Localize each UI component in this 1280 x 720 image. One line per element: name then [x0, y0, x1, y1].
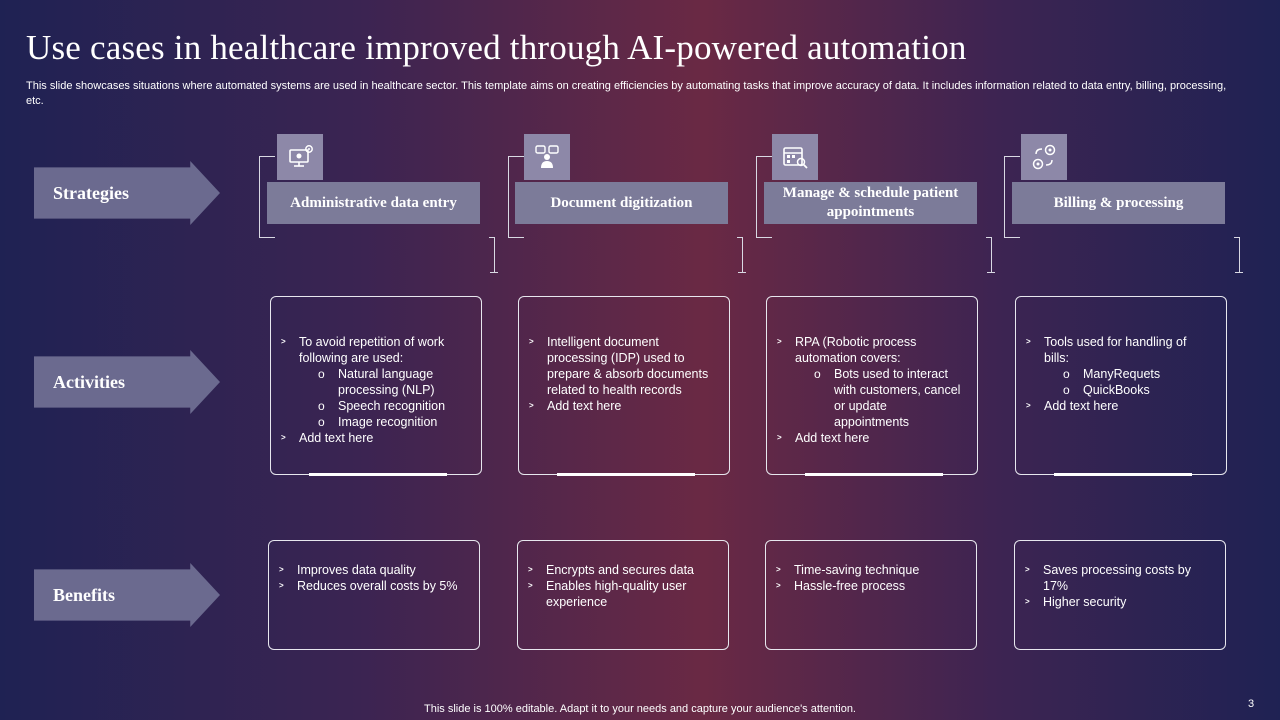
activity-card: To avoid repetition of work following ar… [270, 296, 482, 476]
activity-subitem: QuickBooks [1024, 382, 1214, 398]
activity-bullet: Add text here [527, 398, 717, 414]
benefit-bullet: Reduces overall costs by 5% [277, 578, 467, 594]
monitor-settings-icon [277, 134, 323, 180]
activity-bullet: Add text here [1024, 398, 1214, 414]
connector-tick [490, 272, 498, 273]
connector-line [737, 237, 743, 273]
footer-note: This slide is 100% editable. Adapt it to… [424, 703, 856, 715]
connector-line [489, 237, 495, 273]
activity-bullet: Add text here [279, 430, 469, 446]
card-underline [1054, 473, 1192, 476]
connector-line [756, 156, 772, 238]
activities-label: Activities [53, 372, 125, 392]
connector-tick [1235, 272, 1243, 273]
activity-bullet: Tools used for handling of bills: [1024, 334, 1214, 366]
benefit-bullet: Saves processing costs by 17% [1023, 562, 1213, 594]
strategy-box: Manage & schedule patient appointments [764, 182, 977, 224]
benefit-bullet: Hassle-free process [774, 578, 964, 594]
strategies-label: Strategies [53, 183, 129, 203]
slide-title: Use cases in healthcare improved through… [26, 28, 967, 67]
document-chat-icon [524, 134, 570, 180]
benefits-label: Benefits [53, 585, 115, 605]
benefit-bullet: Higher security [1023, 594, 1213, 610]
activities-arrow: Activities [34, 350, 220, 414]
connector-tick [738, 272, 746, 273]
card-underline [309, 473, 447, 476]
activity-card: Tools used for handling of bills: ManyRe… [1015, 296, 1227, 476]
activity-card: Intelligent document processing (IDP) us… [518, 296, 730, 476]
activity-bullet: Add text here [775, 430, 965, 446]
strategy-box: Document digitization [515, 182, 728, 224]
connector-tick [987, 272, 995, 273]
benefit-bullet: Enables high-quality user experience [526, 578, 716, 610]
connector-line [259, 156, 275, 238]
card-underline [805, 473, 943, 476]
card-underline [557, 473, 695, 476]
activity-card: RPA (Robotic process automation covers: … [766, 296, 978, 476]
connector-line [1004, 156, 1020, 238]
benefits-arrow: Benefits [34, 563, 220, 627]
benefit-bullet: Encrypts and secures data [526, 562, 716, 578]
connector-line [1234, 237, 1240, 273]
slide-description: This slide showcases situations where au… [26, 80, 1227, 107]
connector-line [508, 156, 524, 238]
connector-line [986, 237, 992, 273]
activity-subitem: Image recognition [279, 414, 469, 430]
benefit-bullet: Time-saving technique [774, 562, 964, 578]
page-number: 3 [1248, 698, 1255, 710]
coin-flow-icon [1021, 134, 1067, 180]
benefit-bullet: Improves data quality [277, 562, 467, 578]
strategy-box: Billing & processing [1012, 182, 1225, 224]
benefit-card: Time-saving technique Hassle-free proces… [765, 540, 977, 650]
activity-bullet: Intelligent document processing (IDP) us… [527, 334, 717, 398]
activity-subitem: Speech recognition [279, 398, 469, 414]
strategy-box: Administrative data entry [267, 182, 480, 224]
activity-subitem: Natural language processing (NLP) [279, 366, 469, 398]
calendar-search-icon [772, 134, 818, 180]
benefit-card: Encrypts and secures data Enables high-q… [517, 540, 729, 650]
activity-subitem: ManyRequets [1024, 366, 1214, 382]
benefit-card: Saves processing costs by 17% Higher sec… [1014, 540, 1226, 650]
activity-subitem: Bots used to interact with customers, ca… [775, 366, 965, 430]
activity-bullet: RPA (Robotic process automation covers: [775, 334, 965, 366]
benefit-card: Improves data quality Reduces overall co… [268, 540, 480, 650]
activity-bullet: To avoid repetition of work following ar… [279, 334, 469, 366]
strategies-arrow: Strategies [34, 161, 220, 225]
